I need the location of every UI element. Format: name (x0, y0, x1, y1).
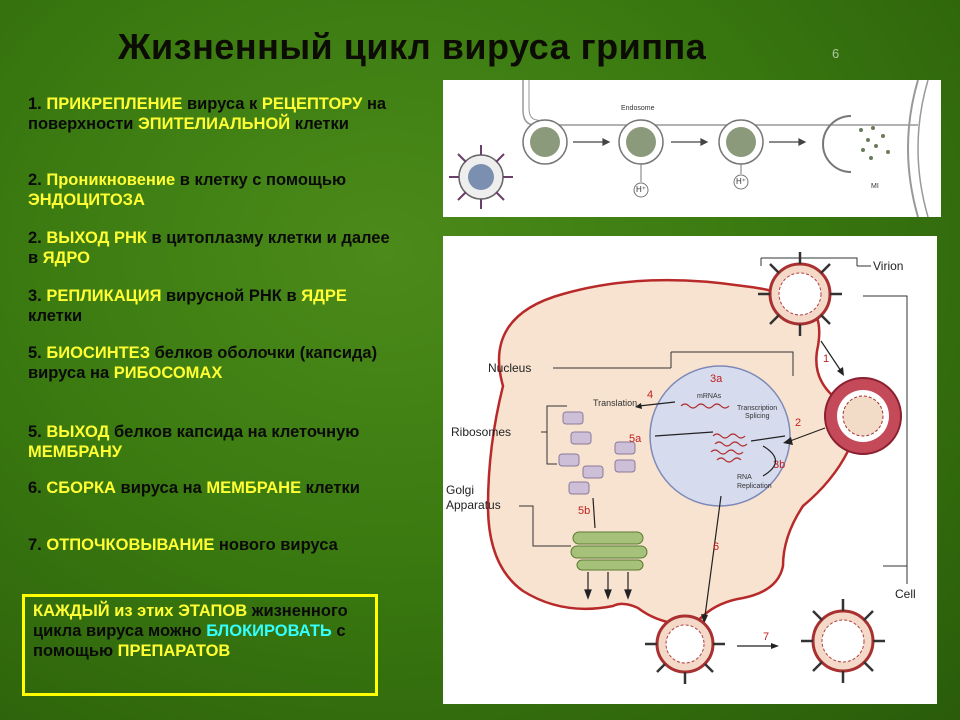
step-keyword: МЕМБРАНУ (28, 443, 123, 461)
step-text: 5. (28, 423, 47, 441)
step-keyword: БИОСИНТЕЗ (46, 344, 151, 362)
endosome (718, 119, 764, 190)
step-item: 5. ВЫХОД белков капсида на клеточную МЕМ… (28, 422, 398, 462)
virion (758, 252, 842, 336)
cell-membrane (522, 80, 918, 126)
endosome (618, 119, 664, 198)
step-keyword: ВЫХОД РНК (46, 229, 147, 247)
rna-label: RNA (737, 474, 752, 481)
golgi-apparatus (570, 531, 648, 571)
note-keyword: ЭТАПОВ (178, 602, 248, 620)
step-number-7: 7 (763, 631, 769, 643)
step-keyword: РИБОСОМАХ (113, 364, 223, 382)
step-keyword: ПРИКРЕПЛЕНИЕ (46, 95, 183, 113)
transcription-label: Transcription (737, 405, 777, 412)
step-keyword: ЯДРО (42, 249, 90, 267)
step-number-4: 4 (647, 389, 653, 401)
virus-particle (449, 145, 513, 209)
step-keyword: СБОРКА (46, 479, 116, 497)
vrna-cluster (710, 433, 748, 463)
note-keyword: из этих (109, 602, 179, 620)
step-text: 3. (28, 287, 47, 305)
step-text: в клетку с помощью (175, 171, 347, 189)
step-text: клетки (28, 307, 83, 325)
open-endosome (822, 115, 852, 173)
endosome (522, 119, 568, 165)
step-keyword: ОТПОЧКОВЫВАНИЕ (46, 536, 215, 554)
nucleus-label: Nucleus (488, 361, 531, 375)
step-text: белков оболочки (капсида) вируса на (28, 344, 378, 382)
step-text: 6. (28, 479, 47, 497)
step-text: нового вируса (214, 536, 338, 554)
golgi-label: Apparatus (446, 498, 501, 512)
step-text: 1. (28, 95, 47, 113)
step-number-3a: 3a (710, 373, 723, 385)
step-text: 5. (28, 344, 47, 362)
step-item: 6. СБОРКА вируса на МЕМБРАНЕ клетки (28, 478, 398, 498)
budding-virion (645, 614, 725, 684)
step-text: клетки (290, 115, 349, 133)
step-text: в цитоплазму клетки и далее в (28, 229, 390, 267)
golgi-label: Golgi (446, 483, 474, 497)
note-text: жизненного цикла вируса можно (33, 602, 348, 640)
step-item: 1. ПРИКРЕПЛЕНИЕ вируса к РЕЦЕПТОРУ на по… (28, 94, 398, 134)
step-text: 7. (28, 536, 47, 554)
note-keyword: ПРЕПАРАТОВ (117, 642, 231, 660)
endosome-label: Endosome (621, 105, 655, 112)
step-keyword: РЕЦЕПТОРУ (261, 95, 363, 113)
replication-label: Replication (737, 483, 772, 490)
slide-title: Жизненный цикл вируса гриппа (118, 26, 707, 67)
step-keyword: ЭПИТЕЛИАЛЬНОЙ (138, 115, 291, 133)
proton-label: H⁺ (636, 185, 646, 194)
step-keyword: ЭНДОЦИТОЗА (28, 191, 145, 209)
mrnas-label: mRNAs (697, 393, 722, 400)
m1-label: MI (871, 183, 879, 190)
splicing-label: Splicing (745, 413, 770, 420)
step-keyword: ВЫХОД (46, 423, 110, 441)
proton-label: H⁺ (736, 177, 746, 186)
nuclear-envelope (907, 79, 919, 218)
step-text: клетки (301, 479, 360, 497)
step-keyword: ЯДРЕ (301, 287, 347, 305)
step-keyword: Проникновение (46, 171, 176, 189)
virus-lifecycle-diagram: Virion 1 2 Nucleus mRNAs 3a Transcriptio… (443, 236, 937, 704)
step-number-1: 1 (823, 353, 829, 365)
endocytosed-virion (824, 377, 902, 455)
cell-label: Cell (895, 587, 916, 601)
note-text: с помощью (33, 622, 346, 660)
step-keyword: МЕМБРАНЕ (206, 479, 302, 497)
translation-label: Translation (593, 398, 637, 408)
step-item: 7. ОТПОЧКОВЫВАНИЕ нового вируса (28, 535, 398, 555)
step-keyword: РЕПЛИКАЦИЯ (46, 287, 162, 305)
step-text: белков капсида на клеточную (109, 423, 360, 441)
released-virion (801, 599, 885, 683)
endocytosis-diagram: Endosome H⁺ H⁺ MI (443, 79, 941, 218)
step-item: 2. ВЫХОД РНК в цитоплазму клетки и далее… (28, 228, 398, 268)
step-number-5a: 5a (629, 433, 642, 445)
note-box: КАЖДЫЙ из этих ЭТАПОВ жизненного цикла в… (22, 594, 378, 696)
step-item: 5. БИОСИНТЕЗ белков оболочки (капсида) в… (28, 343, 398, 383)
ribosomes-label: Ribosomes (451, 425, 511, 439)
step-text: вируса на (115, 479, 207, 497)
step-item: 2. Проникновение в клетку с помощью ЭНДО… (28, 170, 398, 210)
note-keyword: БЛОКИРОВАТЬ (206, 622, 332, 640)
step-number-5b: 5b (578, 505, 590, 517)
step-number-6: 6 (713, 541, 719, 553)
step-item: 3. РЕПЛИКАЦИЯ вирусной РНК в ЯДРЕ клетки (28, 286, 398, 326)
ribosome-group (558, 411, 636, 495)
step-text: на поверхности (28, 95, 387, 133)
step-text: 2. (28, 171, 47, 189)
step-text: вируса к (182, 95, 262, 113)
virion-label: Virion (873, 259, 903, 273)
mrna-strand (680, 403, 730, 409)
step-text: вирусной РНК в (161, 287, 302, 305)
step-number-2: 2 (795, 417, 801, 429)
note-keyword: КАЖДЫЙ (33, 602, 110, 620)
step-number-3b: 3b (773, 459, 785, 471)
slide-number: 6 (832, 46, 840, 61)
step-text: 2. (28, 229, 47, 247)
